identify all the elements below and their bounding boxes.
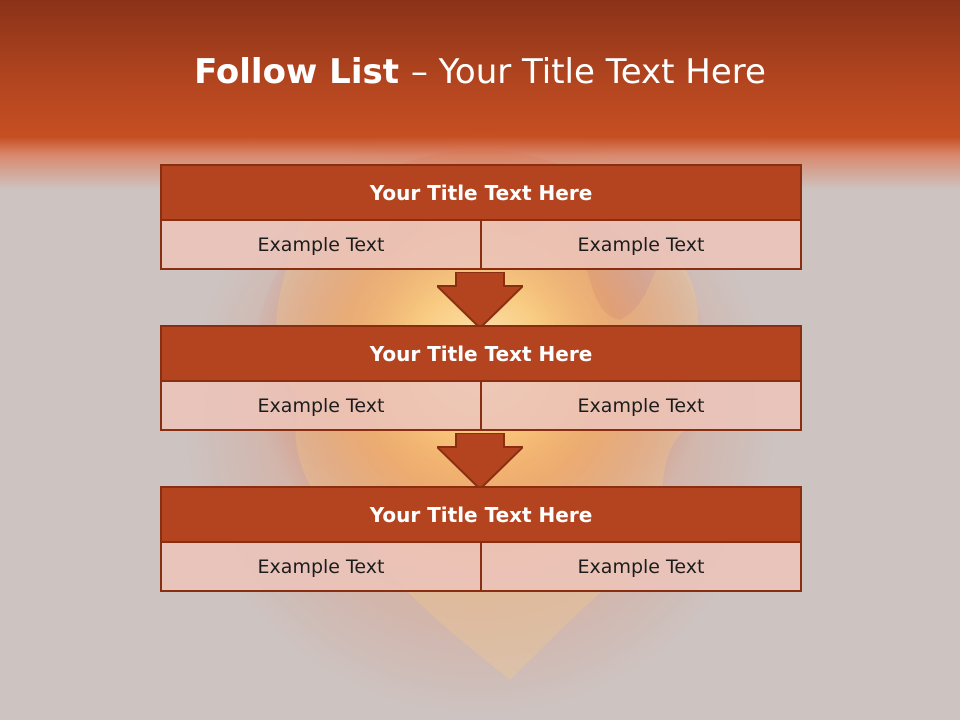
list-block-3: Your Title Text Here Example Text Exampl…: [160, 486, 802, 592]
block-cell-left: Example Text: [160, 543, 482, 592]
block-row: Example Text Example Text: [160, 221, 802, 270]
down-arrow-icon: [437, 433, 523, 489]
block-cell-right: Example Text: [482, 543, 802, 592]
block-cell-left: Example Text: [160, 382, 482, 431]
block-row: Example Text Example Text: [160, 382, 802, 431]
slide-title-rest: – Your Title Text Here: [410, 52, 766, 92]
block-title: Your Title Text Here: [160, 325, 802, 382]
block-title: Your Title Text Here: [160, 164, 802, 221]
slide-title-bold: Follow List: [194, 52, 411, 92]
list-block-1: Your Title Text Here Example Text Exampl…: [160, 164, 802, 270]
block-cell-left: Example Text: [160, 221, 482, 270]
slide-title: Follow List – Your Title Text Here: [0, 52, 960, 92]
down-arrow-icon: [437, 272, 523, 328]
title-band: [0, 0, 960, 190]
list-block-2: Your Title Text Here Example Text Exampl…: [160, 325, 802, 431]
block-cell-right: Example Text: [482, 382, 802, 431]
block-cell-right: Example Text: [482, 221, 802, 270]
block-row: Example Text Example Text: [160, 543, 802, 592]
block-title: Your Title Text Here: [160, 486, 802, 543]
